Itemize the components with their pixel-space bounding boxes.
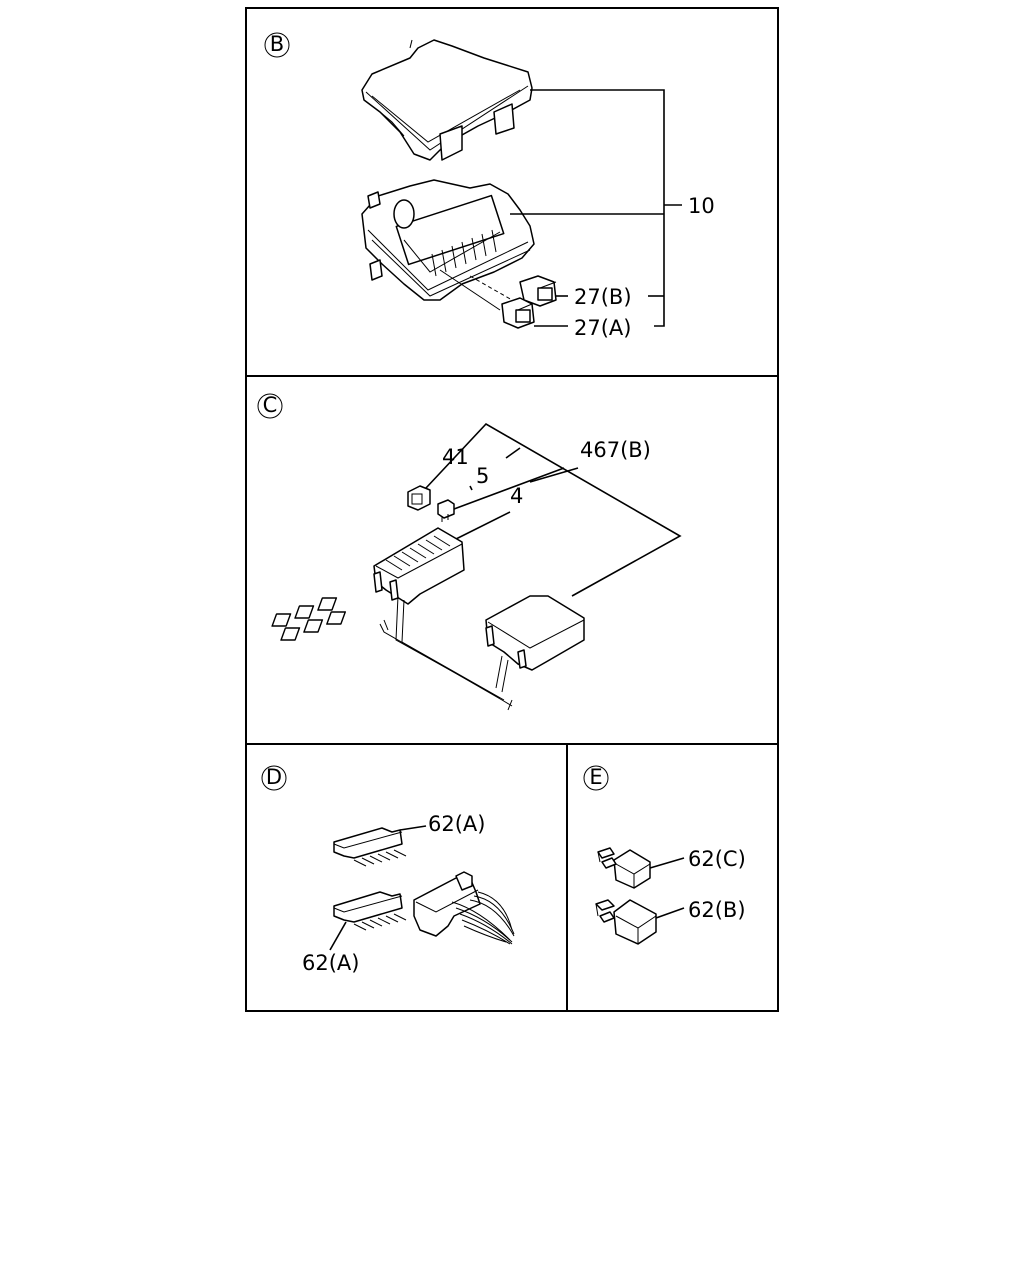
section-d-marker: D [261,765,287,791]
fuse-block-4 [373,527,465,605]
leader-lines-b [510,89,682,327]
svg-text:C: C [263,393,278,417]
svg-text:E: E [589,765,602,789]
label-62c: 62(C) [688,847,746,871]
relay-62b [595,899,657,945]
label-41: 41 [442,445,469,469]
wire-harness-c [379,595,513,711]
label-62b: 62(B) [688,898,746,922]
leader-62a-bottom [329,921,347,951]
svg-text:D: D [266,765,282,789]
label-5: 5 [476,464,489,488]
label-4: 4 [510,484,523,508]
diagram-frame [245,7,779,1012]
section-c: C [257,393,682,711]
label-62a-bottom: 62(A) [302,951,359,975]
label-27a: 27(A) [574,316,631,340]
leader-62b [655,907,685,919]
label-27b: 27(B) [574,285,632,309]
svg-text:B: B [270,32,284,56]
section-e: E 62(C) 62(B) [583,765,746,945]
fuse-box-cover [361,39,533,161]
label-10: 10 [688,194,715,218]
section-c-marker: C [257,393,283,419]
relay-62c [597,847,651,889]
connector-housing-d [413,871,515,945]
fuse-block-467b [271,595,585,671]
section-e-marker: E [583,765,609,791]
section-d: D [261,765,515,975]
leader-62a-top [399,825,427,831]
label-467b: 467(B) [580,438,651,462]
section-b-marker: B [264,32,290,58]
fuse-5 [437,499,455,522]
terminal-62a-bottom [333,891,407,931]
connector-27a [501,297,535,329]
terminal-62a-top [333,827,407,867]
label-62a-top: 62(A) [428,812,485,836]
relay-41 [407,485,431,511]
leader-62c [649,857,685,869]
fuse-box-base [361,179,535,311]
section-b: B [264,32,715,340]
